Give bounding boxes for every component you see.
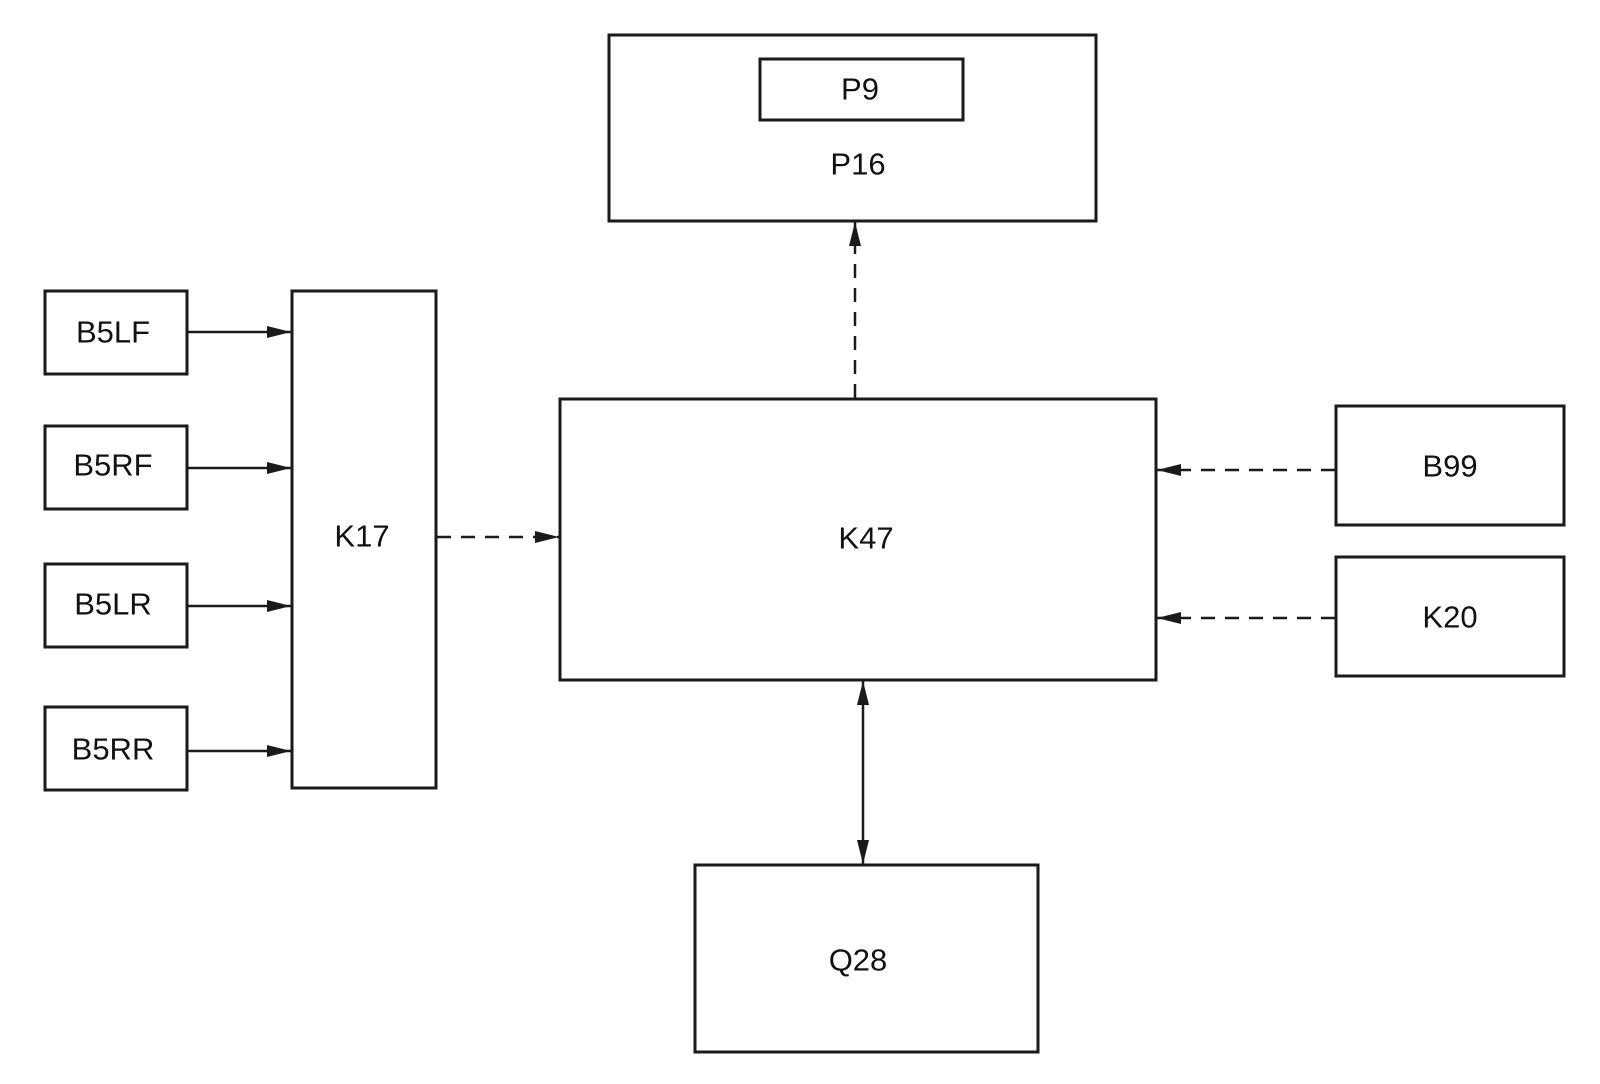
block-k17-label: K17: [334, 519, 389, 554]
block-b5rf: B5RF: [43, 424, 189, 511]
block-k17: K17: [290, 289, 438, 790]
block-q28-label: Q28: [829, 943, 888, 978]
block-q28: Q28: [693, 863, 1040, 1054]
block-b99-label: B99: [1422, 449, 1477, 484]
block-k47: K47: [558, 397, 1158, 682]
block-b5lf: B5LF: [43, 289, 189, 376]
block-p9: P9: [758, 57, 965, 122]
block-k20: K20: [1334, 555, 1566, 678]
block-b5rr: B5RR: [43, 705, 189, 792]
block-b5lr-label: B5LR: [74, 587, 152, 622]
block-b5lr: B5LR: [43, 562, 189, 649]
block-b5rf-label: B5RF: [73, 448, 152, 483]
block-k20-label: K20: [1422, 600, 1477, 635]
block-p16-label: P16: [830, 147, 885, 182]
block-b99: B99: [1334, 404, 1566, 527]
block-k47-label: K47: [838, 521, 893, 556]
block-p9-label: P9: [841, 72, 879, 107]
block-b5rr-label: B5RR: [72, 732, 155, 767]
block-b5lf-label: B5LF: [76, 315, 150, 350]
